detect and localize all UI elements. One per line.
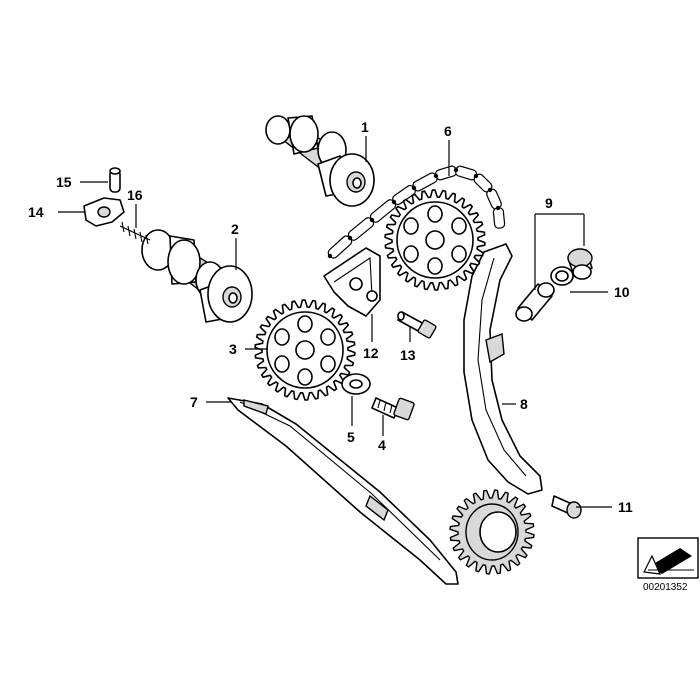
- washer: [341, 373, 371, 395]
- chain-pin: [391, 199, 397, 205]
- intake-camshaft-sprocket: [254, 299, 356, 401]
- chain-pin: [411, 185, 417, 191]
- sprocket-bolt: [371, 397, 415, 421]
- chain-link: [434, 165, 458, 181]
- chain-pin: [453, 167, 459, 173]
- callout-8: 8: [520, 396, 528, 412]
- chain-pin: [347, 235, 353, 241]
- callout-9: 9: [545, 195, 553, 211]
- crankshaft-sprocket: [449, 489, 535, 575]
- callout-7: 7: [190, 394, 198, 410]
- guide-bolt: [397, 311, 437, 339]
- leader-lines: [58, 136, 612, 508]
- callout-2: 2: [231, 221, 239, 237]
- intake-camshaft: [141, 229, 253, 323]
- chain-link: [486, 188, 502, 210]
- screw-plug: [567, 248, 593, 280]
- callout-6: 6: [444, 123, 452, 139]
- callout-1: 1: [361, 119, 369, 135]
- callout-10: 10: [614, 284, 630, 300]
- chain-pin: [487, 187, 493, 193]
- chain-tensioner-plunger: [515, 282, 555, 322]
- chain-link: [492, 207, 506, 229]
- chain-pin: [327, 253, 333, 259]
- callout-13: 13: [400, 347, 416, 363]
- sensor-bracket: [83, 197, 125, 227]
- dowel-sleeve: [109, 167, 121, 193]
- chain-pin: [473, 173, 479, 179]
- callout-labels: 1 2 3 4 5 6 7 8 9 10 11 12 13 14 15 16: [28, 119, 633, 515]
- callout-16: 16: [127, 187, 143, 203]
- callout-11: 11: [618, 499, 633, 515]
- pivot-pin: [551, 495, 582, 519]
- callout-3: 3: [229, 341, 237, 357]
- tensioner-rail: [463, 243, 543, 495]
- seal-ring: [550, 266, 574, 286]
- exhaust-camshaft-sprocket: [384, 189, 486, 291]
- arrow-icon: [650, 548, 692, 574]
- chain-pin: [433, 173, 439, 179]
- chain-pin: [369, 217, 375, 223]
- exhaust-camshaft: [265, 115, 375, 207]
- orientation-symbol: [637, 537, 699, 579]
- timing-chain: [327, 165, 506, 259]
- chain-guide-rail: [227, 397, 459, 585]
- callout-15: 15: [56, 174, 72, 190]
- callout-14: 14: [28, 204, 44, 220]
- chain-guide-bracket: [323, 247, 381, 317]
- chain-pin: [495, 205, 501, 211]
- diagram-reference-number: 00201352: [643, 582, 688, 593]
- bracket-screw: [119, 221, 151, 245]
- callout-12: 12: [363, 345, 379, 361]
- callout-5: 5: [347, 429, 355, 445]
- callout-4: 4: [378, 437, 386, 453]
